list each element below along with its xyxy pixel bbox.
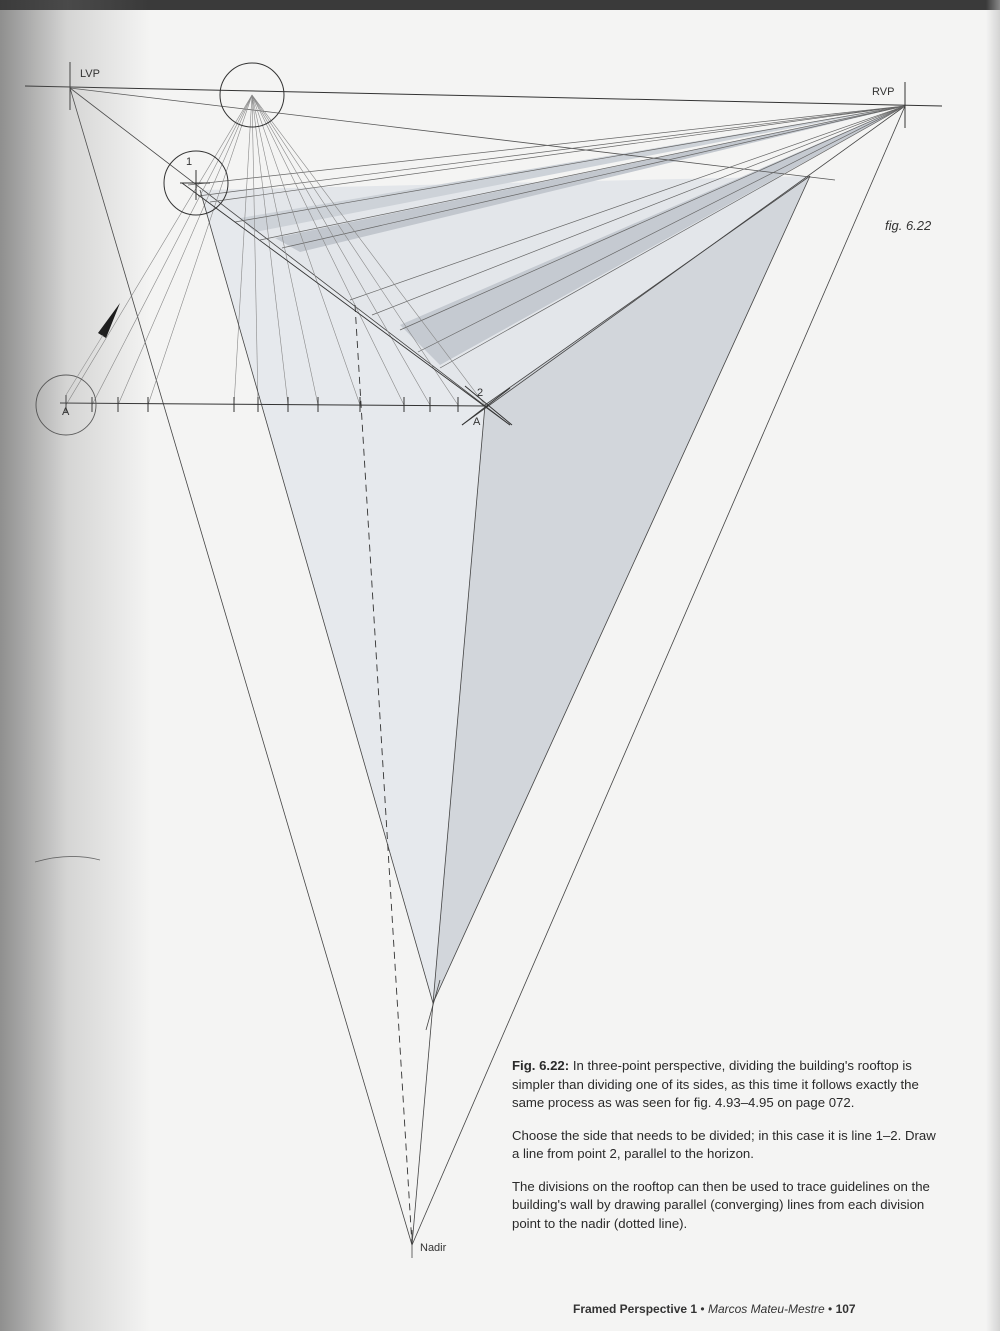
lvp-label: LVP: [80, 68, 100, 80]
rvp-to-nadir-line: [411, 105, 906, 1246]
figure-caption: Fig. 6.22: In three-point perspective, d…: [512, 1057, 940, 1247]
right-vertical-edge: [432, 175, 811, 1004]
page-number: 107: [835, 1302, 856, 1316]
point-1-circle: [163, 150, 229, 216]
caption-paragraph-3: The divisions on the rooftop can then be…: [512, 1178, 930, 1231]
left-wall-plane: [200, 190, 485, 1003]
point-1-label: 1: [186, 156, 193, 168]
horizon-line: [24, 85, 943, 107]
roof-right-edge: [484, 175, 811, 406]
point-2-label: 2: [477, 387, 484, 399]
point-1-cross: [180, 170, 210, 200]
caption-heading: Fig. 6.22:: [512, 1058, 570, 1073]
direction-arrow-shaft: [65, 334, 104, 396]
page-top-edge: [0, 0, 1000, 10]
caption-paragraph-1: Fig. 6.22: In three-point perspective, d…: [512, 1057, 940, 1113]
roof-edge-1-2: [181, 182, 511, 426]
page-curve-mark: [34, 856, 101, 863]
roof-stripe-3: [400, 106, 905, 365]
measuring-point-circle: [219, 62, 285, 128]
roof-stripe-2: [275, 106, 905, 252]
front-vertical-edge: [411, 404, 486, 1246]
figure-tag: fig. 6.22: [885, 218, 932, 233]
left-vertical-edge: [199, 189, 434, 1004]
footer-separator-1: •: [700, 1302, 705, 1316]
footer-separator-2: •: [828, 1302, 833, 1316]
rvp-fan-lines: [187, 105, 906, 369]
dotted-guideline-to-nadir: [354, 304, 413, 1246]
caption-paragraph-2: Choose the side that needs to be divided…: [512, 1127, 936, 1162]
point-a-left-label: A: [62, 406, 70, 418]
nadir-label: Nadir: [420, 1242, 447, 1254]
book-title: Framed Perspective 1: [573, 1302, 698, 1316]
caption-text-1: In three-point perspective, dividing the…: [512, 1058, 919, 1110]
author-name: Marcos Mateu-Mestre: [707, 1302, 825, 1316]
page-footer: Framed Perspective 1 • Marcos Mateu-Mest…: [573, 1302, 856, 1316]
point-2-cross: [461, 385, 513, 426]
bottom-tick: [425, 979, 441, 1031]
rvp-label: RVP: [872, 86, 895, 98]
roof-stripe-1: [240, 106, 905, 232]
horizon-construction-line: [69, 87, 836, 181]
point-a-right-label: A: [473, 416, 481, 428]
page-edge: [986, 0, 1000, 1331]
